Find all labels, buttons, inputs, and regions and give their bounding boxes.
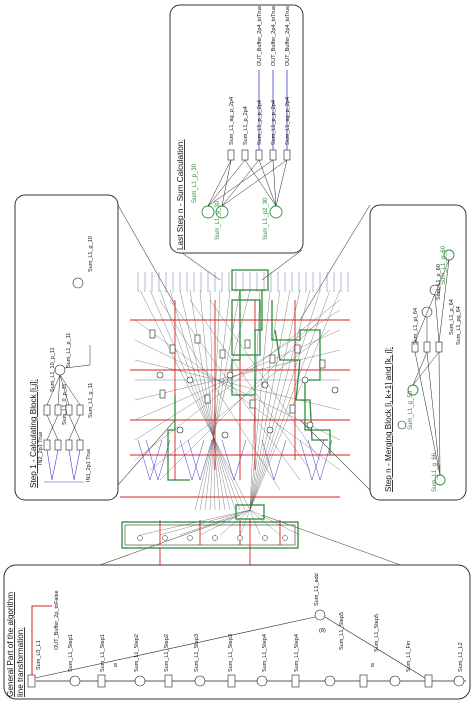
general-add-count: (8) <box>319 628 326 634</box>
stepn-black-pi64: Sum_L1_pi_64 <box>413 308 419 345</box>
step1-label-in2: IN2_2p1 True <box>38 432 44 465</box>
general-panel: General Part of the algorithm line trans… <box>3 564 471 700</box>
last-blue-2: OUT_Buffer_2p4_toTrue <box>285 6 291 66</box>
last-green-g30: Sum_L1_g_30 <box>215 200 221 240</box>
last-green-p2-30: Sum_L1_p2_30 <box>263 197 269 240</box>
general-weight-1: 8 <box>371 663 374 669</box>
step1-label-p11: Sum_L1_p_11 <box>66 333 72 368</box>
last-green-p30: Sum_L1_p_30 <box>192 163 198 203</box>
general-buffer: OUT_Buffer_2p_toFalse <box>54 590 60 650</box>
general-title: General Part of the algorithm <box>6 592 15 697</box>
step1-panel: Step 1 - Calculating Block [i,j]: IN2_2p… <box>14 194 119 501</box>
last-step-panel: Last Step n - Sum Calculation: Sum_L1_p_… <box>169 4 304 254</box>
stepn-green-g50: Sum_L1_g_50 <box>408 390 414 430</box>
last-black-3: Sum_L1_p_p_2p4 <box>271 100 277 145</box>
last-step-title: Last Step n - Sum Calculation: <box>176 139 185 250</box>
stepn-black-p64: Sum_L1_p_64 <box>449 299 455 335</box>
general-add: Sum_L1_add <box>314 573 320 606</box>
step-n-panel: Step n - Merging Block [i, k+1] and [k, … <box>369 204 467 501</box>
stepn-black-pg64: Sum_L1_pg_64 <box>456 306 462 345</box>
general-label-12: Sum_L1_L2 <box>458 642 464 672</box>
general-label-10: Sum_L1_Step5 <box>374 614 380 652</box>
general-label-9: Sum_L1_Step5 <box>339 612 345 650</box>
general-title2: line transformation: <box>16 627 25 697</box>
last-black-0: Sum_L1_ag_p_2p4 <box>229 97 235 145</box>
general-label-4: Sum_L1_Step2 <box>164 634 170 672</box>
central-network <box>120 269 350 600</box>
stepn-green-g60: Sum_L1_g_60 <box>441 245 447 285</box>
last-black-1: Sum_L1_p_2p4 <box>243 106 249 145</box>
general-label-2: Sum_L1_Step1 <box>100 634 106 672</box>
step1-label-0p11: Sum_L1_0_p_11 <box>62 384 68 426</box>
step1-label-g10: Sum_L1_g_10 <box>88 236 94 272</box>
general-label-7: Sum_L1_Step4 <box>262 634 268 672</box>
last-blue-0: OUT_Buffer_2p4_toTrue <box>257 6 263 66</box>
general-label-6: Sum_L1_Step3 <box>228 634 234 672</box>
stepn-green-g66: Sum_L1_g_66 <box>432 452 438 492</box>
general-label-3: Sum_L1_Step2 <box>134 634 140 672</box>
general-label-5: Sum_L1_Step3 <box>194 634 200 672</box>
step1-title: Step 1 - Calculating Block [i,j]: <box>29 379 38 488</box>
general-weight-0: 8 <box>114 663 117 669</box>
last-blue-1: OUT_Buffer_2p4_toTrue <box>271 6 277 66</box>
stepn-black-p60: Sum_L1_p_60 <box>436 264 442 300</box>
step-n-title: Step n - Merging Block [i, k+1] and [k, … <box>384 347 393 492</box>
general-label-1: Sum_L1_Step1 <box>68 634 74 672</box>
last-black-4: Sum_L1_ag_p_2p4 <box>285 97 291 145</box>
step1-label-g11: Sum_L1_g_11 <box>88 383 94 418</box>
step1-label-in1: IN1_2p1 True <box>86 449 92 482</box>
general-label-11: Sum_L1_Fin <box>406 641 412 672</box>
step1-label-p10: Sum_L1_10_p_11 <box>50 347 56 392</box>
general-label-0: Sum_L0_L1 <box>36 640 42 670</box>
last-black-2: Sum_L1_p_p_2p4 <box>257 100 263 145</box>
general-label-8: Sum_L1_Step4 <box>294 634 300 672</box>
